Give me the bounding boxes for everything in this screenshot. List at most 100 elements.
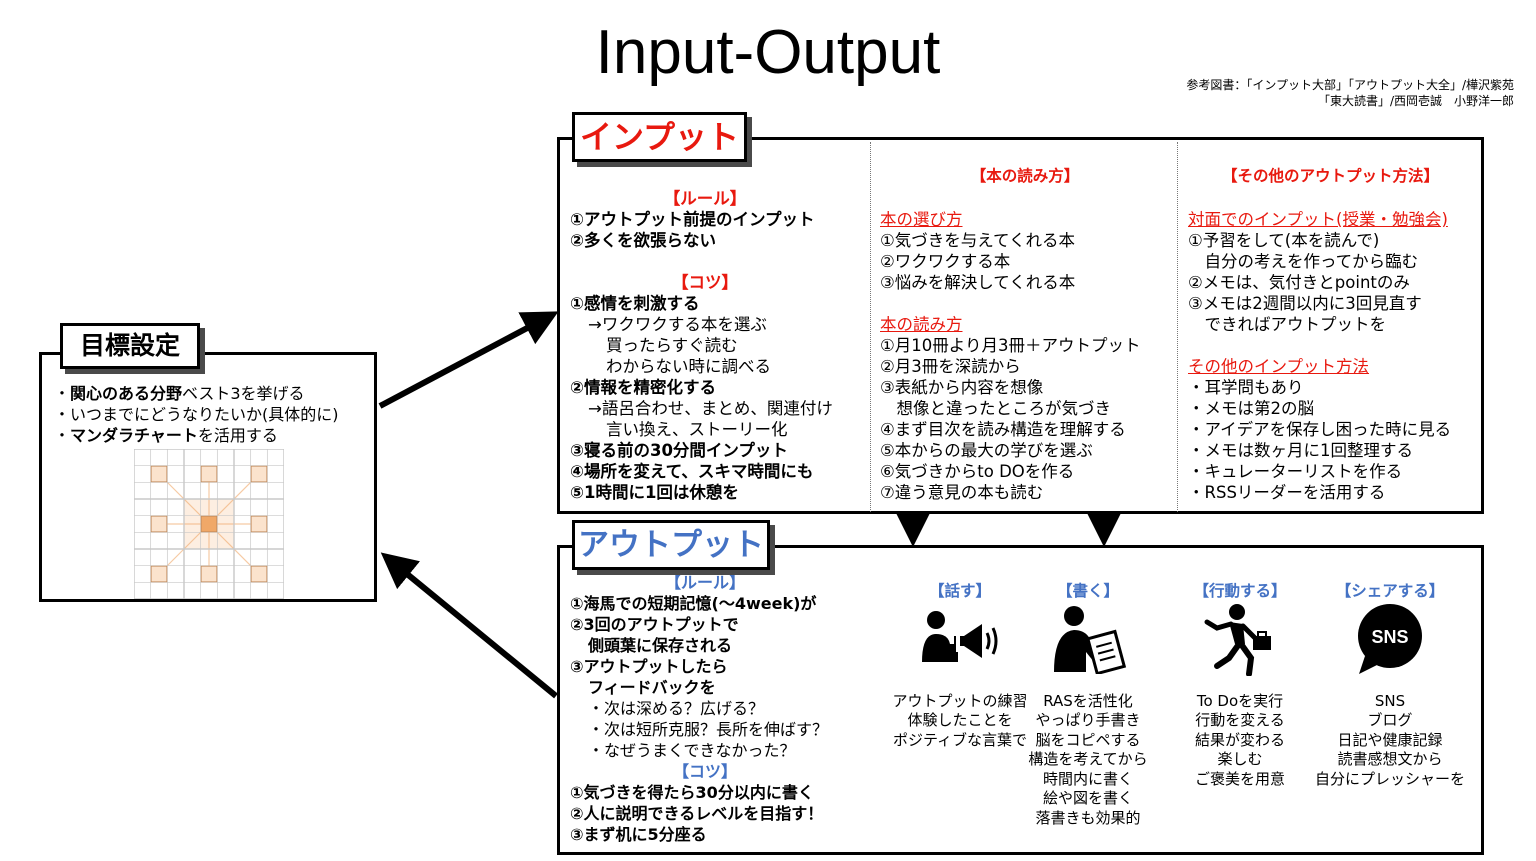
list-item: 想像と違ったところが気づき: [880, 399, 1112, 418]
goal-box: ・関心のある分野ベスト3を挙げる ・いつまでにどうなりたいか(具体的に) ・マン…: [39, 352, 377, 602]
mandala-sub-cell: [200, 465, 218, 483]
list-item: ③表紙から内容を想像: [880, 378, 1044, 397]
rule-item: ・次は短所克服？長所を伸ばす？: [588, 720, 829, 739]
method-act: 【行動する】 To Doを実行行動を変える結果が変わる楽しむご褒美を用意: [1175, 582, 1305, 789]
method-line: 絵や図を書く: [1042, 789, 1133, 807]
reference-note: 参考図書：「インプット大部」「アウトプット大全」/樺沢紫苑 「東大読書」/西岡壱…: [1186, 77, 1514, 109]
other-input-list: ・耳学問もあり・メモは第2の脳・アイデアを保存し困った時に見る・メモは数ヶ月に1…: [1188, 377, 1478, 503]
list-item: ・耳学問もあり: [1188, 378, 1304, 397]
rule-item: ・なぜうまくできなかった？: [588, 741, 796, 760]
goal-line: ・いつまでにどうなりたいか(具体的に): [54, 405, 339, 424]
other-heading: 【その他のアウトプット方法】: [1221, 167, 1439, 185]
method-heading: 【行動する】: [1193, 582, 1287, 600]
method-line: 楽しむ: [1217, 750, 1263, 768]
list-item: ・キュレーターリストを作る: [1188, 462, 1403, 481]
rule-item: ・次は深める？広げる？: [588, 699, 765, 718]
tip-item: →語呂合わせ、まとめ、関連付け: [588, 399, 833, 418]
goal-list: ・関心のある分野ベスト3を挙げる ・いつまでにどうなりたいか(具体的に) ・マン…: [54, 383, 339, 446]
tip-item: ①気づきを得たら30分以内に書く: [570, 783, 814, 802]
method-line: 行動を変える: [1195, 711, 1285, 729]
tips-heading: 【コツ】: [672, 273, 738, 292]
input-rules-column: 【ルール】 ①アウトプット前提のインプット ②多くを欲張らない 【コツ】 ①感情…: [570, 188, 860, 503]
section-title: 本の選び方: [880, 210, 963, 229]
tip-item: 買ったらすぐ読む: [606, 336, 738, 355]
tip-item: ④場所を変えて、スキマ時間にも: [570, 462, 814, 481]
arrow-goal-to-input: [378, 311, 559, 409]
mandala-sub-cell: [150, 515, 168, 533]
list-item: ・RSSリーダーを活用する: [1188, 483, 1386, 502]
list-item: ③メモは2週間以内に3回見直す: [1188, 294, 1422, 313]
goal-label: 目標設定: [60, 323, 200, 369]
other-method-column: 【その他のアウトプット方法】 対面でのインプット(授業・勉強会) ①予習をして(…: [1188, 166, 1478, 503]
list-item: ⑤本からの最大の学びを選ぶ: [880, 441, 1093, 460]
list-item: ・メモは数ヶ月に1回整理する: [1188, 441, 1413, 460]
tip-item: →ワクワクする本を選ぶ: [588, 315, 767, 334]
input-label: インプット: [572, 112, 747, 162]
method-line: 時間内に書く: [1042, 769, 1133, 788]
method-lines: RASを活性化やっぱり手書き脳をコピペする構造を考えてから時間内に書く絵や図を書…: [1018, 692, 1158, 829]
tip-item: ③まず机に5分座る: [570, 825, 707, 844]
tip-item: 言い換え、ストーリー化: [606, 420, 788, 439]
list-item: ⑦違う意見の本も読む: [880, 483, 1044, 502]
tip-item: ①感情を刺激する: [570, 294, 700, 313]
list-item: ⑥気づきからto DOを作る: [880, 462, 1075, 481]
rule-item: フィードバックを: [588, 678, 716, 697]
method-line: アウトプットの練習: [892, 691, 1028, 710]
method-line: やっぱり手書き: [1035, 711, 1141, 729]
output-label: アウトプット: [572, 520, 770, 570]
rule-item: ②多くを欲張らない: [570, 231, 716, 250]
list-item: ・アイデアを保存し困った時に見る: [1188, 420, 1452, 439]
goal-line: ・マンダラチャートを活用する: [54, 426, 278, 445]
sns-icon-text: SNS: [1371, 627, 1408, 647]
mandala-goal-cell: [200, 515, 218, 533]
section-title: その他のインプット方法: [1188, 357, 1370, 376]
tip-item: ⑤1時間に1回は休憩を: [570, 483, 739, 502]
method-line: 落書きも効果的: [1035, 808, 1141, 827]
tips-list: ①感情を刺激する →ワクワクする本を選ぶ買ったらすぐ読むわからない時に調べる ②情報…: [570, 293, 860, 503]
tip-item: ②情報を精密化する: [570, 378, 716, 397]
reference-line: 参考図書：「インプット大部」「アウトプット大全」/樺沢紫苑: [1186, 78, 1514, 92]
tip-item: わからない時に調べる: [606, 357, 771, 376]
mandala-sub-cell: [250, 515, 268, 533]
mandala-sub-cell: [250, 465, 268, 483]
reading-heading: 【本の読み方】: [970, 167, 1080, 185]
method-line: ご褒美を用意: [1194, 769, 1285, 788]
list-item: ・メモは第2の脳: [1188, 399, 1314, 418]
method-line: 自分にプレッシャーを: [1314, 769, 1465, 788]
goal-line: ・関心のある分野ベスト3を挙げる: [54, 384, 305, 403]
rules-heading: 【ルール】: [663, 189, 747, 208]
list-item: できればアウトプットを: [1188, 315, 1387, 334]
sns-bubble-icon: SNS: [1305, 603, 1475, 692]
rule-item: ①アウトプット前提のインプット: [570, 210, 815, 229]
method-heading: 【書く】: [1056, 582, 1119, 600]
method-line: 結果が変わる: [1194, 730, 1285, 749]
rules-heading: 【ルール】: [664, 573, 745, 592]
page-title: Input-Output: [595, 18, 941, 87]
method-line: RASを活性化: [1043, 691, 1133, 710]
method-line: 体験したことを: [907, 711, 1013, 729]
input-box: 【ルール】 ①アウトプット前提のインプット ②多くを欲張らない 【コツ】 ①感情…: [557, 137, 1484, 514]
method-line: To Doを実行: [1196, 691, 1284, 710]
method-lines: To Doを実行行動を変える結果が変わる楽しむご褒美を用意: [1175, 692, 1305, 790]
mandala-sub-cell: [200, 565, 218, 583]
list-item: ②月3冊を深読から: [880, 357, 1021, 376]
rule-item: ③アウトプットしたら: [570, 657, 728, 676]
section-title: 本の読み方: [880, 315, 963, 334]
method-heading: 【話す】: [928, 582, 991, 600]
rule-item: ②3回のアウトプットで: [570, 615, 739, 634]
column-divider: [870, 142, 871, 512]
list-item: ④まず目次を読み構造を理解する: [880, 420, 1126, 439]
person-writing-icon: [1018, 605, 1158, 692]
column-divider: [1177, 142, 1178, 512]
mandala-sub-cell: [150, 465, 168, 483]
method-write: 【書く】 RASを活性化やっぱり手書き脳をコピペする構造を考えてから時間内に書く…: [1018, 582, 1158, 828]
list-item: ①気づきを与えてくれる本: [880, 231, 1075, 250]
